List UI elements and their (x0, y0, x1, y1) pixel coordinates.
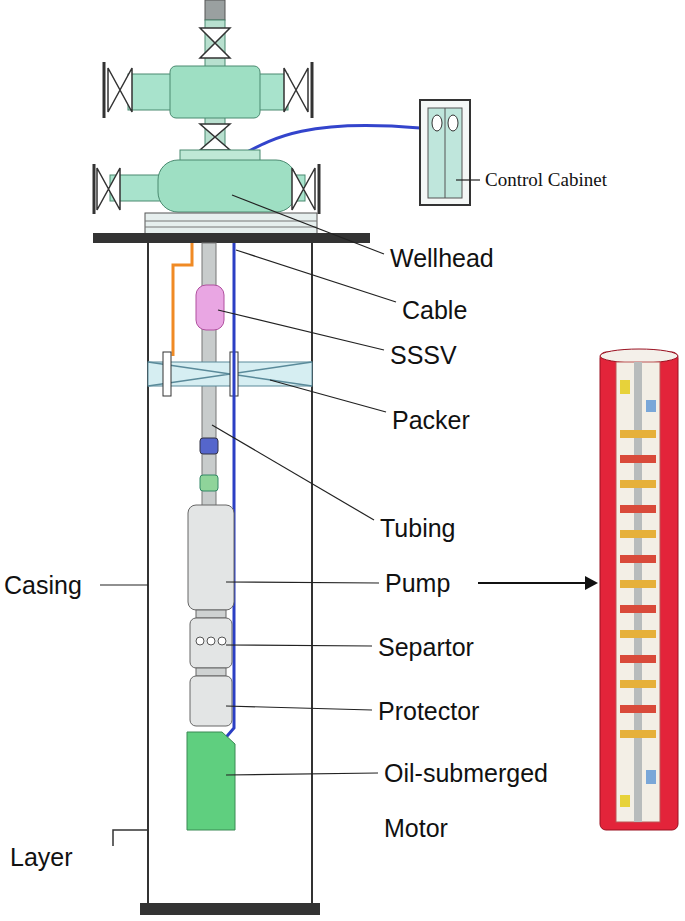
packer-bolt (163, 352, 171, 396)
leader-line (226, 582, 379, 583)
pump-top (600, 349, 678, 363)
wellhead (93, 0, 370, 243)
valve-handwheel (93, 164, 96, 214)
part-label: Wellhead (390, 243, 494, 273)
pump-stage (620, 455, 656, 463)
valve-symbol (292, 168, 315, 210)
separator (190, 618, 232, 668)
coupling (200, 438, 218, 454)
leader-line (100, 584, 148, 585)
layer-marker (113, 830, 148, 846)
leader-line (218, 310, 384, 350)
part-label: Cable (402, 295, 467, 325)
part-label: Tubing (380, 513, 456, 543)
sssv-control-line (173, 243, 192, 356)
pump-part (646, 400, 656, 412)
cabinet-gauge (432, 115, 442, 131)
pump-bore (616, 362, 660, 822)
cabinet-body (420, 100, 470, 205)
valve-symbol (97, 168, 120, 210)
casing-head-plate (145, 213, 317, 234)
part-label: Protector (378, 696, 479, 726)
part-label: Separtor (378, 632, 474, 662)
plate-line (145, 221, 317, 222)
casing-shoe (140, 903, 320, 915)
valve-symbol (200, 28, 230, 58)
pump-stage (620, 555, 656, 563)
protector (190, 676, 232, 726)
coupling (196, 668, 226, 676)
part-label: SSSV (390, 340, 457, 370)
part-label: Layer (10, 842, 73, 872)
leader-line (226, 706, 372, 710)
leader-line (456, 179, 480, 180)
pump-stage (620, 730, 656, 738)
downhole-string (148, 243, 312, 830)
tree-cap (205, 0, 225, 20)
pump-part (620, 380, 630, 394)
valve-handwheel (311, 62, 314, 118)
leader-line (236, 250, 396, 302)
pump-stage (620, 430, 656, 438)
cabinet-gauge (448, 115, 458, 131)
valve-symbol (200, 124, 230, 150)
separator-port (207, 637, 215, 645)
leader-line (226, 773, 378, 775)
pump-stage (620, 530, 656, 538)
tree-cross-body (170, 66, 260, 118)
ground-flange (93, 233, 370, 243)
control-cabinet (420, 100, 470, 205)
pointer-arrow (478, 582, 586, 584)
pump-housing (600, 352, 678, 830)
part-label: Pump (385, 568, 450, 598)
part-label: Packer (392, 405, 470, 435)
pump-stage (620, 655, 656, 663)
pump-stage (620, 580, 656, 588)
pump-stage (620, 605, 656, 613)
pump-stage (620, 505, 656, 513)
wellhead-body (158, 160, 296, 212)
separator-port (196, 637, 204, 645)
pump-cutaway (600, 349, 678, 830)
leader-line (212, 425, 374, 520)
casing-wall (311, 243, 313, 905)
cabinet-panel (428, 108, 462, 198)
motor (187, 732, 235, 830)
valve-symbol (284, 68, 308, 112)
plate-line (145, 227, 317, 228)
valve-handwheel (318, 164, 321, 214)
casing (113, 243, 320, 915)
valve-handwheel (103, 62, 106, 118)
pump-stage (620, 480, 656, 488)
pump-part (620, 795, 630, 807)
control-cable (236, 125, 420, 158)
part-label: Casing (4, 570, 82, 600)
pump (188, 505, 234, 610)
part-label: Control Cabinet (485, 168, 607, 192)
pump-stage (620, 705, 656, 713)
arrow-head (585, 576, 598, 590)
coupling (200, 475, 218, 491)
cabinet-divider (445, 108, 446, 198)
pump-stage (620, 630, 656, 638)
sssv (196, 285, 224, 330)
casing-wall (147, 243, 149, 905)
pump-stage (620, 680, 656, 688)
leader-line (226, 645, 372, 646)
valve-symbol (108, 68, 132, 112)
pump-part (646, 770, 656, 784)
separator-port (218, 637, 226, 645)
leader-line (232, 195, 384, 254)
leader-line (270, 380, 386, 412)
part-label: Oil-submerged Motor (384, 746, 574, 856)
coupling (196, 610, 226, 618)
